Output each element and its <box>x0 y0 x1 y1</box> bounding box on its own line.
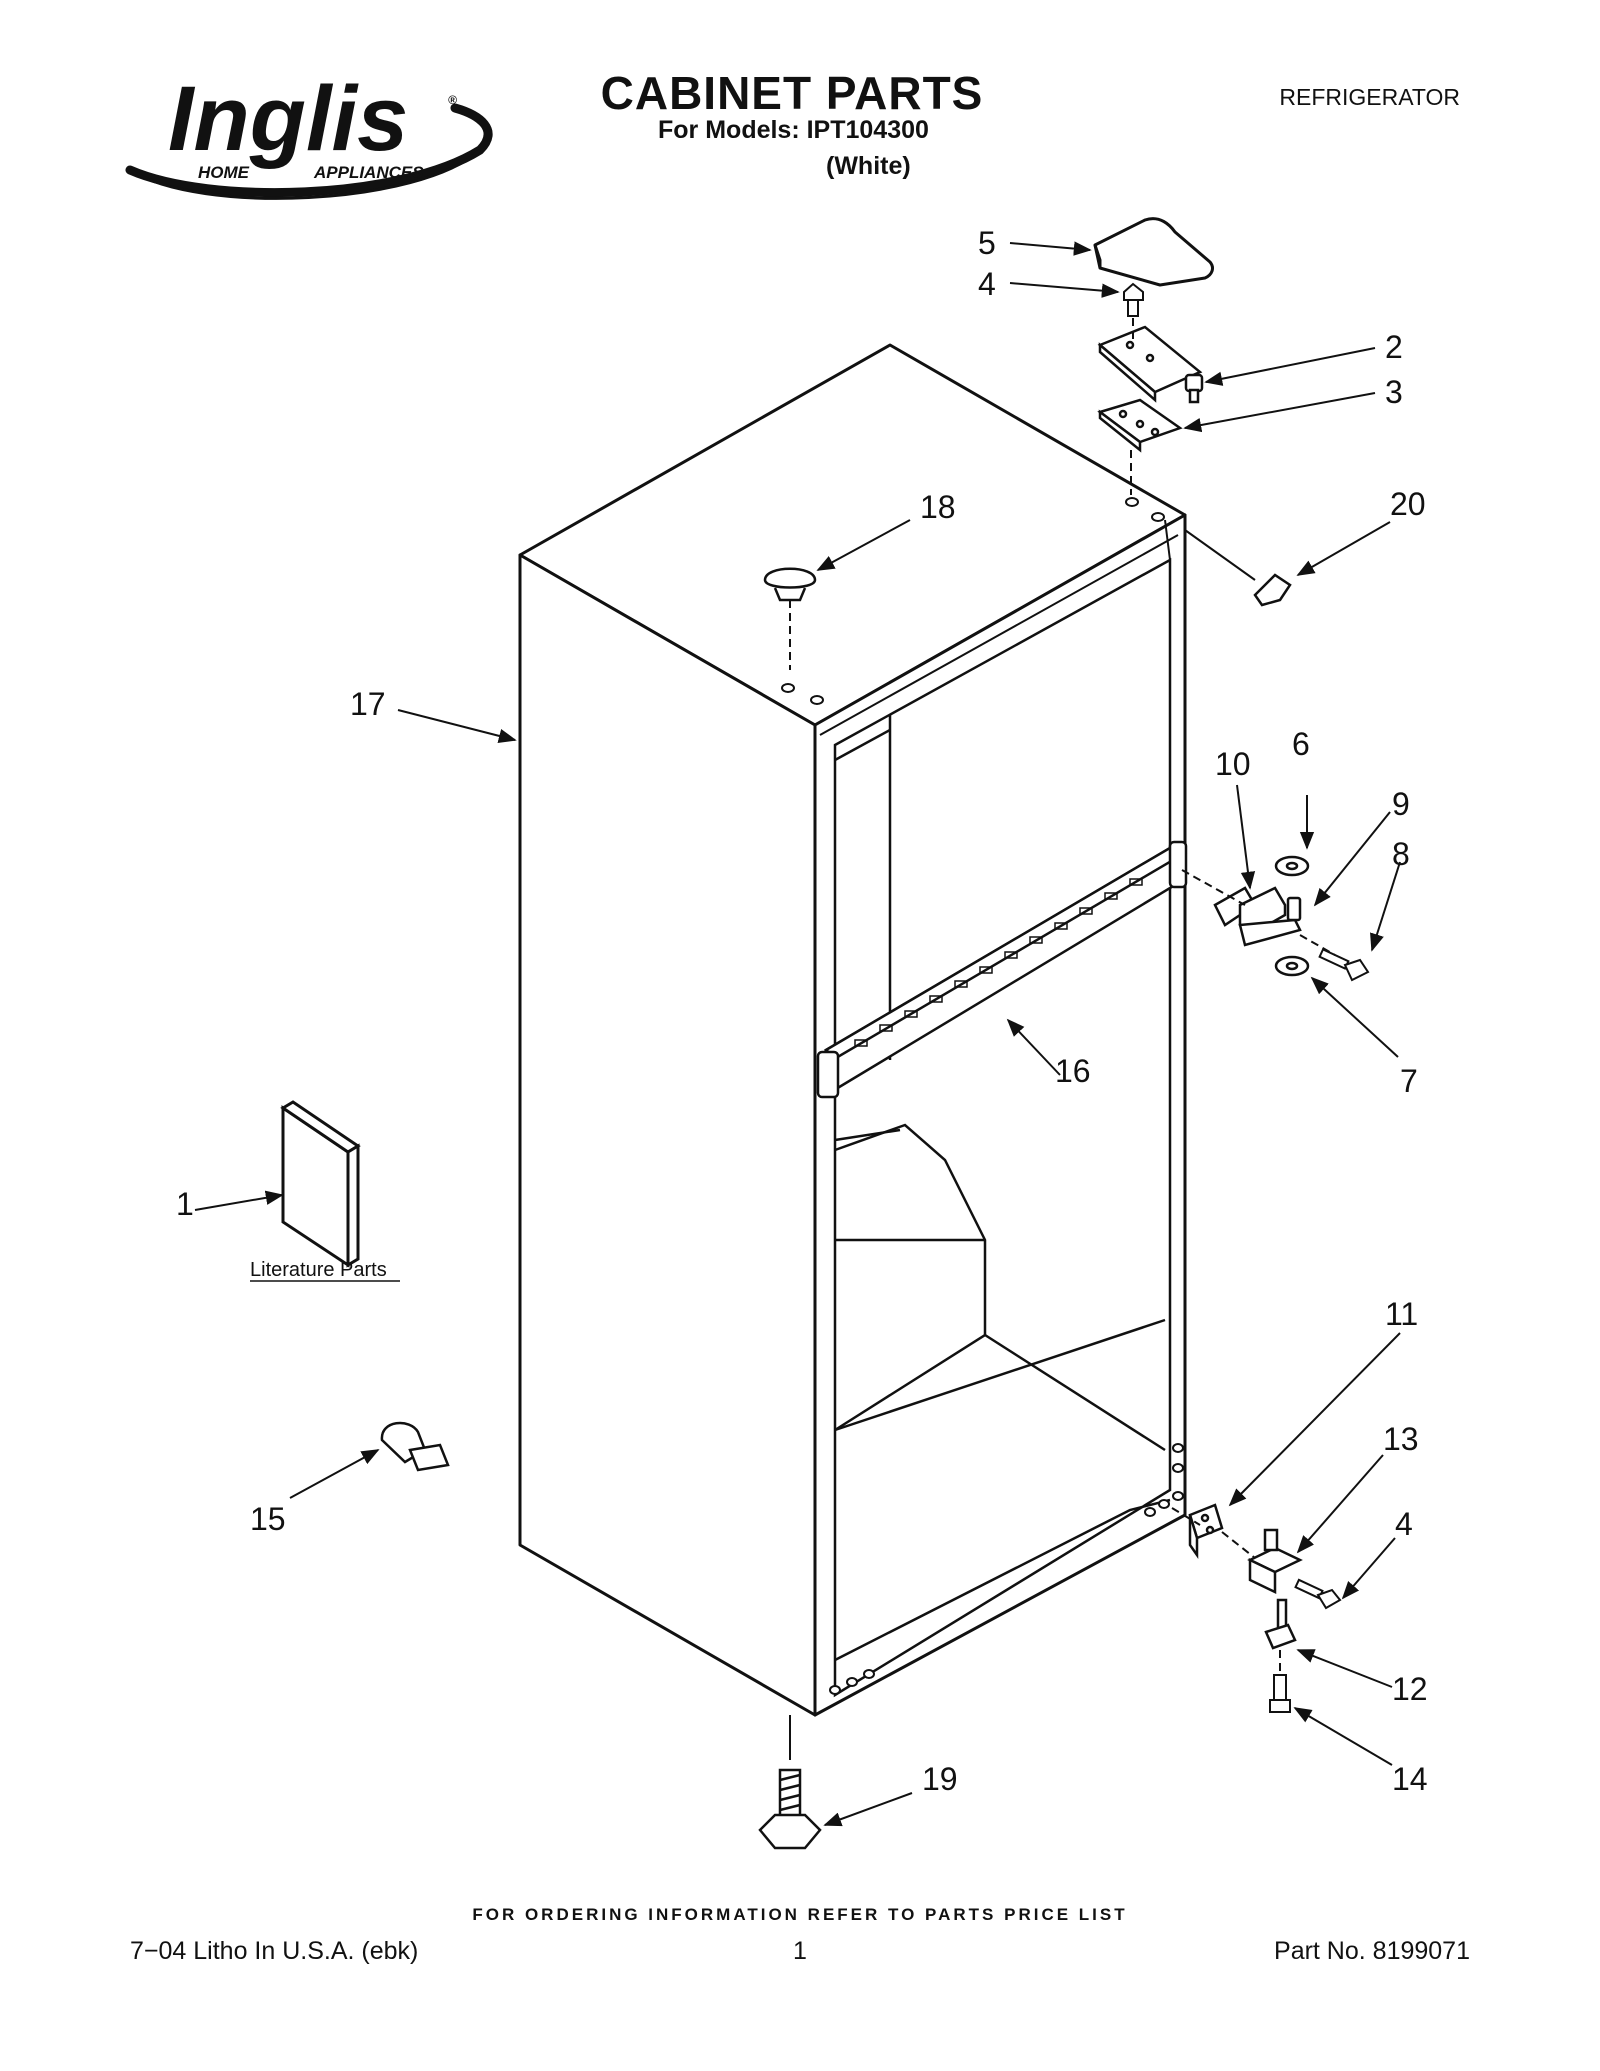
cabinet-front-edge <box>819 519 1179 736</box>
callout-2: 2 <box>1385 329 1403 365</box>
callout-8: 8 <box>1392 836 1410 872</box>
hinge-washer-bottom-part <box>1274 955 1310 977</box>
ordering-note: FOR ORDERING INFORMATION REFER TO PARTS … <box>472 1905 1128 1924</box>
callout-18: 18 <box>920 489 956 525</box>
callout-17: 17 <box>350 686 386 722</box>
cabinet-liner <box>833 557 1172 1698</box>
brand-name: Inglis <box>168 68 408 170</box>
page-title: CABINET PARTS <box>600 67 984 119</box>
callout-6: 6 <box>1292 726 1310 762</box>
bottom-hinge-screw-part <box>1269 1674 1291 1713</box>
callout-4-top: 4 <box>978 266 996 302</box>
model-number: For Models: IPT104300 <box>658 116 929 144</box>
leader-lines <box>194 241 1401 1827</box>
callout-4-bottom: 4 <box>1395 1506 1413 1542</box>
hinge-shim-part <box>1097 398 1183 453</box>
top-hinge-cover-part <box>1093 217 1214 287</box>
callout-15: 15 <box>250 1501 286 1537</box>
literature-parts-label: Literature Parts <box>250 1259 387 1281</box>
mullion-slots <box>854 878 1143 1047</box>
bottom-hinge-shim-part <box>1188 1503 1224 1559</box>
callout-12: 12 <box>1392 1671 1428 1707</box>
hinge-screw-middle-part <box>1318 948 1370 982</box>
bottom-hinge-pin-part <box>1264 1598 1297 1650</box>
top-hinge-part <box>1097 325 1204 404</box>
callout-16: 16 <box>1055 1053 1091 1089</box>
hinge-screw-bottom-part <box>1294 1578 1342 1610</box>
brand-tagline-appliances: APPLIANCES <box>313 163 424 182</box>
product-category: REFRIGERATOR <box>1279 84 1460 110</box>
litho-info: 7−04 Litho In U.S.A. (ebk) <box>130 1937 419 1965</box>
leveling-leg-part <box>758 1768 822 1850</box>
callout-19: 19 <box>922 1761 958 1797</box>
hinge-screw-top-part <box>1123 282 1144 317</box>
brand-tagline-home: HOME <box>198 163 250 182</box>
part-number: Part No. 8199071 <box>1274 1937 1470 1965</box>
cabinet-front-frame <box>813 513 1187 1717</box>
page-number: 1 <box>793 1937 807 1965</box>
door-stop-part <box>1253 573 1292 607</box>
callout-5: 5 <box>978 225 996 261</box>
model-color: (White) <box>826 152 911 180</box>
inglis-logo: Inglis ® HOME APPLIANCES <box>125 68 493 200</box>
cabinet-side <box>518 553 817 1717</box>
literature-part <box>280 1100 361 1268</box>
cabinet-shell <box>518 343 1187 1717</box>
callout-numbers: 5 4 2 3 20 18 17 6 10 9 8 7 16 1 15 11 1… <box>176 225 1428 1797</box>
wire-clip-part <box>380 1421 450 1472</box>
bottom-hinge-bracket-part <box>1247 1528 1303 1594</box>
cabinet-holes <box>781 497 1184 1695</box>
callout-7: 7 <box>1400 1063 1418 1099</box>
callout-9: 9 <box>1392 786 1410 822</box>
callout-3: 3 <box>1385 374 1403 410</box>
hinge-washer-top-part <box>1274 855 1310 877</box>
callout-20: 20 <box>1390 486 1426 522</box>
registered-mark: ® <box>448 93 457 107</box>
callout-14: 14 <box>1392 1761 1428 1797</box>
middle-hinge-part <box>1213 886 1302 947</box>
callout-1: 1 <box>176 1186 194 1222</box>
callout-13: 13 <box>1383 1421 1419 1457</box>
callout-11: 11 <box>1385 1296 1418 1332</box>
callout-10: 10 <box>1215 746 1251 782</box>
